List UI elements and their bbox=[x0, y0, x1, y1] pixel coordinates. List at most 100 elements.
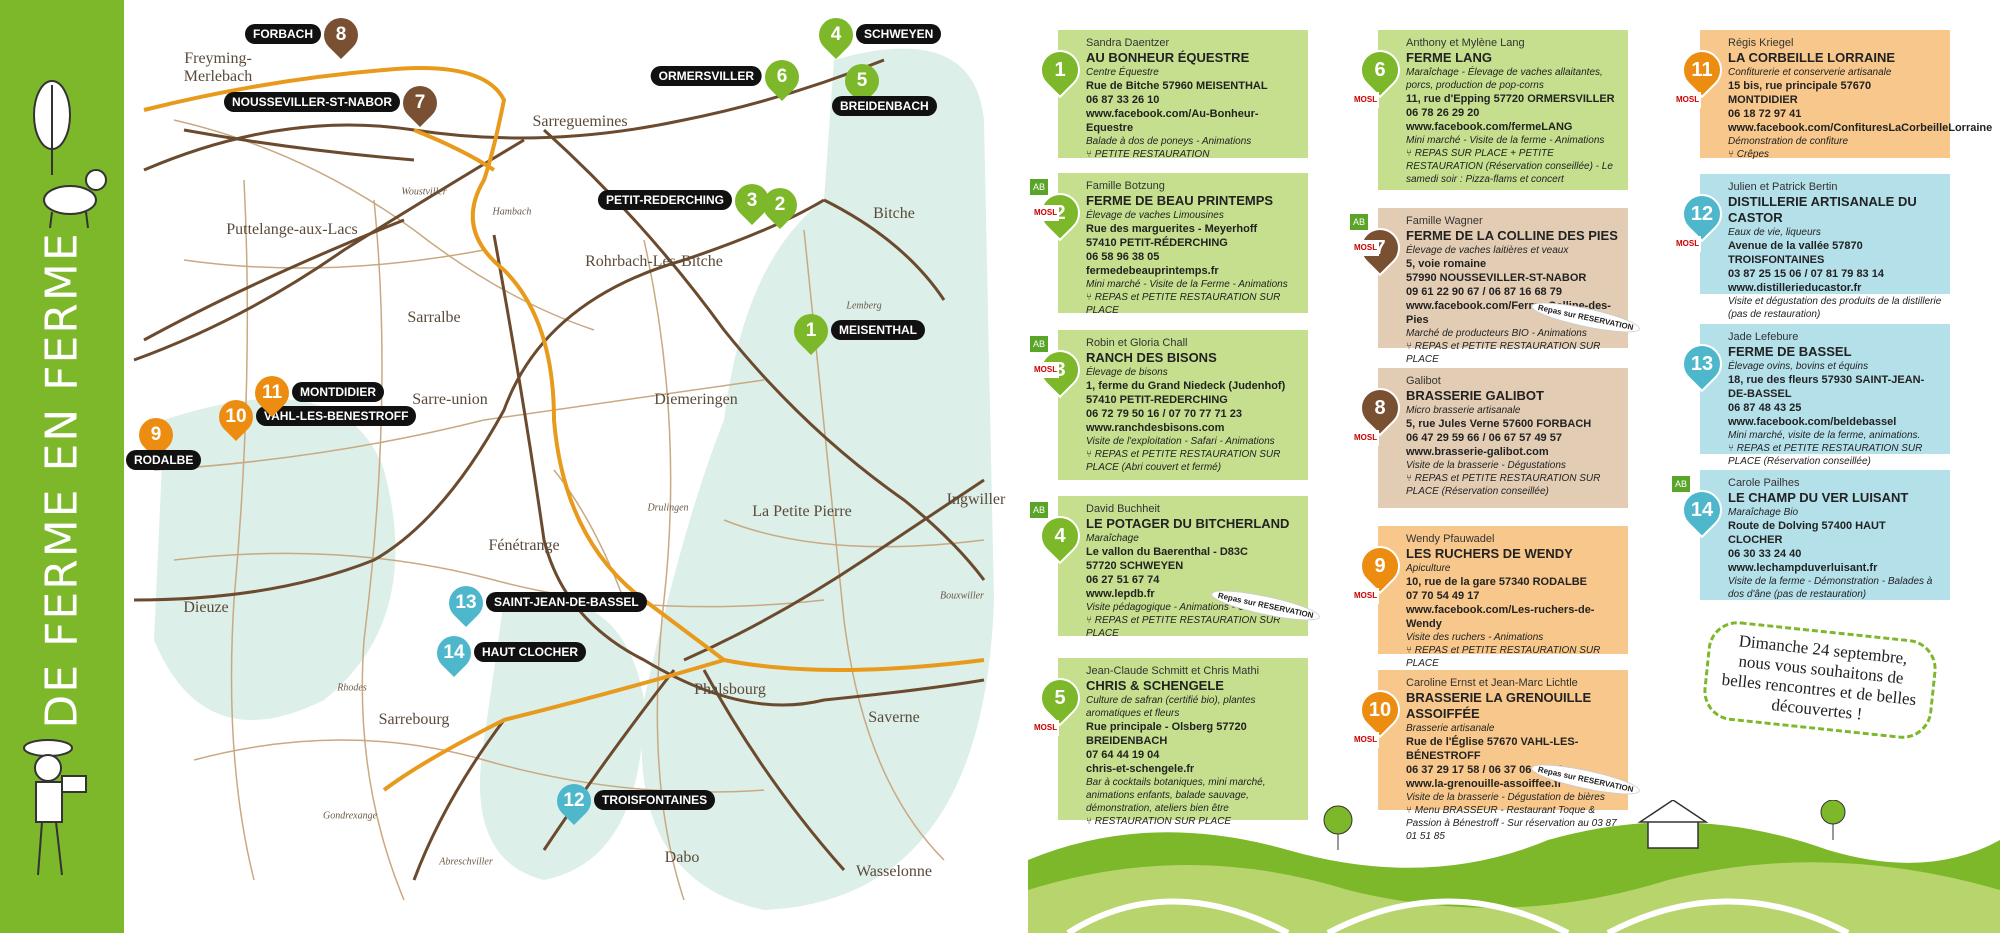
town-label-lemberg: Lemberg bbox=[846, 300, 882, 312]
farm-contact-line[interactable]: www.lepdb.fr bbox=[1086, 588, 1155, 600]
farm-contact-line[interactable]: www.facebook.com/fermeLANG bbox=[1406, 121, 1573, 133]
farm-contact-line[interactable]: www.lechampduverluisant.fr bbox=[1728, 562, 1878, 574]
leaf-icon bbox=[33, 80, 71, 175]
farm-contact-line: 09 61 22 90 67 / 06 87 16 68 79 bbox=[1406, 286, 1562, 298]
map-pin-11[interactable]: 11 bbox=[247, 368, 297, 418]
farm-restauration: REPAS et PETITE RESTAURATION SUR PLACE bbox=[1406, 644, 1620, 670]
farm-number-pin: 5 bbox=[1031, 669, 1089, 727]
farm-number: 10 bbox=[1368, 699, 1392, 721]
farm-number: 14 bbox=[1690, 499, 1714, 521]
map-place-label-7: NOUSSEVILLER-ST-NABOR bbox=[223, 92, 400, 112]
farm-contact-line[interactable]: www.ranchdesbisons.com bbox=[1086, 422, 1225, 434]
farm-activities: Bar à cocktails botaniques, mini marché,… bbox=[1086, 777, 1266, 814]
farm-category: Maraîchage Bio bbox=[1728, 507, 1799, 518]
farm-number: 13 bbox=[1690, 353, 1714, 375]
map-place-label-9: RODALBE bbox=[126, 450, 202, 470]
farm-owner: Wendy Pfauwadel bbox=[1406, 533, 1495, 545]
farm-number: 11 bbox=[1691, 59, 1713, 81]
farm-contact-line: Rue des marguerites - Meyerhoff bbox=[1086, 223, 1258, 235]
farm-contact-line[interactable]: www.la-grenouille-assoiffee.fr bbox=[1406, 778, 1563, 790]
farm-name: LE CHAMP DU VER LUISANT bbox=[1728, 490, 1909, 505]
map-pin-12[interactable]: 12 bbox=[549, 776, 599, 826]
farm-contact-line: 06 78 26 29 20 bbox=[1406, 107, 1480, 119]
town-label-sarralbe: Sarralbe bbox=[407, 309, 461, 326]
farm-contact-line: 06 27 51 67 74 bbox=[1086, 574, 1160, 586]
farm-restauration: Menu BRASSEUR - Restaurant Toque & Passi… bbox=[1406, 804, 1620, 843]
map-place-label-14: HAUT CLOCHER bbox=[474, 642, 586, 662]
farm-name: FERME DE BASSEL bbox=[1728, 344, 1852, 359]
farm-contact-line[interactable]: www.facebook.com/ConfituresLaCorbeilleLo… bbox=[1728, 122, 1993, 134]
town-label-dabo: Dabo bbox=[664, 849, 700, 866]
farm-activities: Mini marché - Visite de la ferme - Anima… bbox=[1406, 135, 1605, 146]
farm-name: DISTILLERIE ARTISANALE DU CASTOR bbox=[1728, 194, 1917, 225]
town-label-gondrexange: Gondrexange bbox=[322, 810, 378, 822]
map-pin-number: 7 bbox=[414, 92, 426, 113]
mosl-logo: MOSL bbox=[1032, 720, 1060, 736]
farm-category: Élevage de vaches Limousines bbox=[1086, 210, 1224, 221]
town-label-puttelange: Puttelange-aux-Lacs bbox=[226, 221, 358, 238]
town-label-diemeringen: Diemeringen bbox=[654, 391, 738, 408]
farm-owner: David Buchheit bbox=[1086, 503, 1160, 515]
farm-number-pin: 1 bbox=[1031, 41, 1089, 99]
bio-label-logo: AB bbox=[1350, 214, 1369, 230]
mosl-logo: MOSL bbox=[1674, 92, 1702, 108]
farm-contact-line[interactable]: www.distillerieducastor.fr bbox=[1728, 282, 1862, 294]
map-pin-7[interactable]: 7 bbox=[395, 78, 445, 128]
farm-contact-line[interactable]: chris-et-schengele.fr bbox=[1086, 763, 1195, 775]
farm-contact-line: 5, rue Jules Verne 57600 FORBACH bbox=[1406, 418, 1592, 430]
farm-restauration: REPAS et PETITE RESTAURATION SUR PLACE (… bbox=[1406, 472, 1620, 498]
farm-restauration: REPAS SUR PLACE + PETITE RESTAURATION (R… bbox=[1406, 147, 1620, 186]
farm-contact-line[interactable]: www.facebook.com/beldebassel bbox=[1728, 416, 1897, 428]
map-pin-8[interactable]: 8 bbox=[316, 10, 366, 60]
farm-activities: Démonstration de confiture bbox=[1728, 136, 1849, 147]
main-roads-orange bbox=[143, 66, 985, 792]
bio-label-logo: AB bbox=[1030, 336, 1049, 352]
farm-restauration: REPAS et PETITE RESTAURATION SUR PLACE (… bbox=[1728, 442, 1942, 468]
farm-activities: Visite de la ferme - Démonstration - Bal… bbox=[1728, 576, 1933, 600]
map-pin-6[interactable]: 6 bbox=[757, 52, 807, 102]
farm-contact-line: 07 70 54 49 17 bbox=[1406, 590, 1480, 602]
farm-number-pin: 11 bbox=[1673, 41, 1731, 99]
farm-owner: Sandra Daentzer bbox=[1086, 37, 1170, 49]
map-pin-3[interactable]: 3 bbox=[727, 176, 777, 226]
town-label-sarreunion: Sarre-union bbox=[412, 391, 488, 408]
farm-contact-line[interactable]: fermedebeauprintemps.fr bbox=[1086, 265, 1219, 277]
farm-number: 5 bbox=[1054, 687, 1066, 709]
farm-contact-line: 10, rue de la gare 57340 RODALBE bbox=[1406, 576, 1587, 588]
farm-restauration: Crêpes bbox=[1728, 148, 1942, 161]
map-pin-10[interactable]: 10 bbox=[211, 392, 261, 442]
map-pin-4[interactable]: 4 bbox=[811, 10, 861, 60]
map-place-label-5: BREIDENBACH bbox=[832, 96, 937, 116]
farm-name: BRASSERIE LA GRENOUILLE ASSOIFFÉE bbox=[1406, 690, 1592, 721]
farm-contact-line: Le vallon du Baerenthal - D83C bbox=[1086, 546, 1248, 558]
farm-contact-line[interactable]: www.facebook.com/Les-ruchers-de-Wendy bbox=[1406, 604, 1595, 630]
farm-category: Maraîchage - Élevage de vaches allaitant… bbox=[1406, 67, 1603, 91]
farm-contact-line: 15 bis, rue principale 57670 MONTDIDIER bbox=[1728, 80, 1872, 106]
map-pin-number: 13 bbox=[455, 592, 477, 613]
farm-category: Apiculture bbox=[1406, 563, 1451, 574]
farm-contact-line: 11, rue d'Epping 57720 ORMERSVILLER bbox=[1406, 93, 1615, 105]
farm-activities: Mini marché, visite de la ferme, animati… bbox=[1728, 430, 1921, 441]
farm-contact-line[interactable]: www.facebook.com/Au-Bonheur-Equestre bbox=[1086, 108, 1259, 134]
town-label-rohrbach: Rohrbach-Lès-Bitche bbox=[585, 253, 723, 270]
town-label-dieuze: Dieuze bbox=[183, 599, 229, 616]
map-pin-13[interactable]: 13 bbox=[441, 578, 491, 628]
forest-areas bbox=[154, 48, 994, 911]
farm-contact-line[interactable]: www.brasserie-galibot.com bbox=[1406, 446, 1549, 458]
town-label-fenetrange: Fénétrange bbox=[488, 537, 560, 554]
farm-number: 9 bbox=[1374, 555, 1386, 577]
farm-category: Brasserie artisanale bbox=[1406, 723, 1495, 734]
farm-restauration: RESTAURATION SUR PLACE bbox=[1086, 815, 1300, 828]
farm-contact-line: 06 58 96 38 05 bbox=[1086, 251, 1160, 263]
map-pin-1[interactable]: 1 bbox=[786, 306, 836, 356]
farm-owner: Famille Botzung bbox=[1086, 180, 1165, 192]
map-pin-14[interactable]: 14 bbox=[429, 628, 479, 678]
mosl-logo: MOSL bbox=[1352, 732, 1380, 748]
